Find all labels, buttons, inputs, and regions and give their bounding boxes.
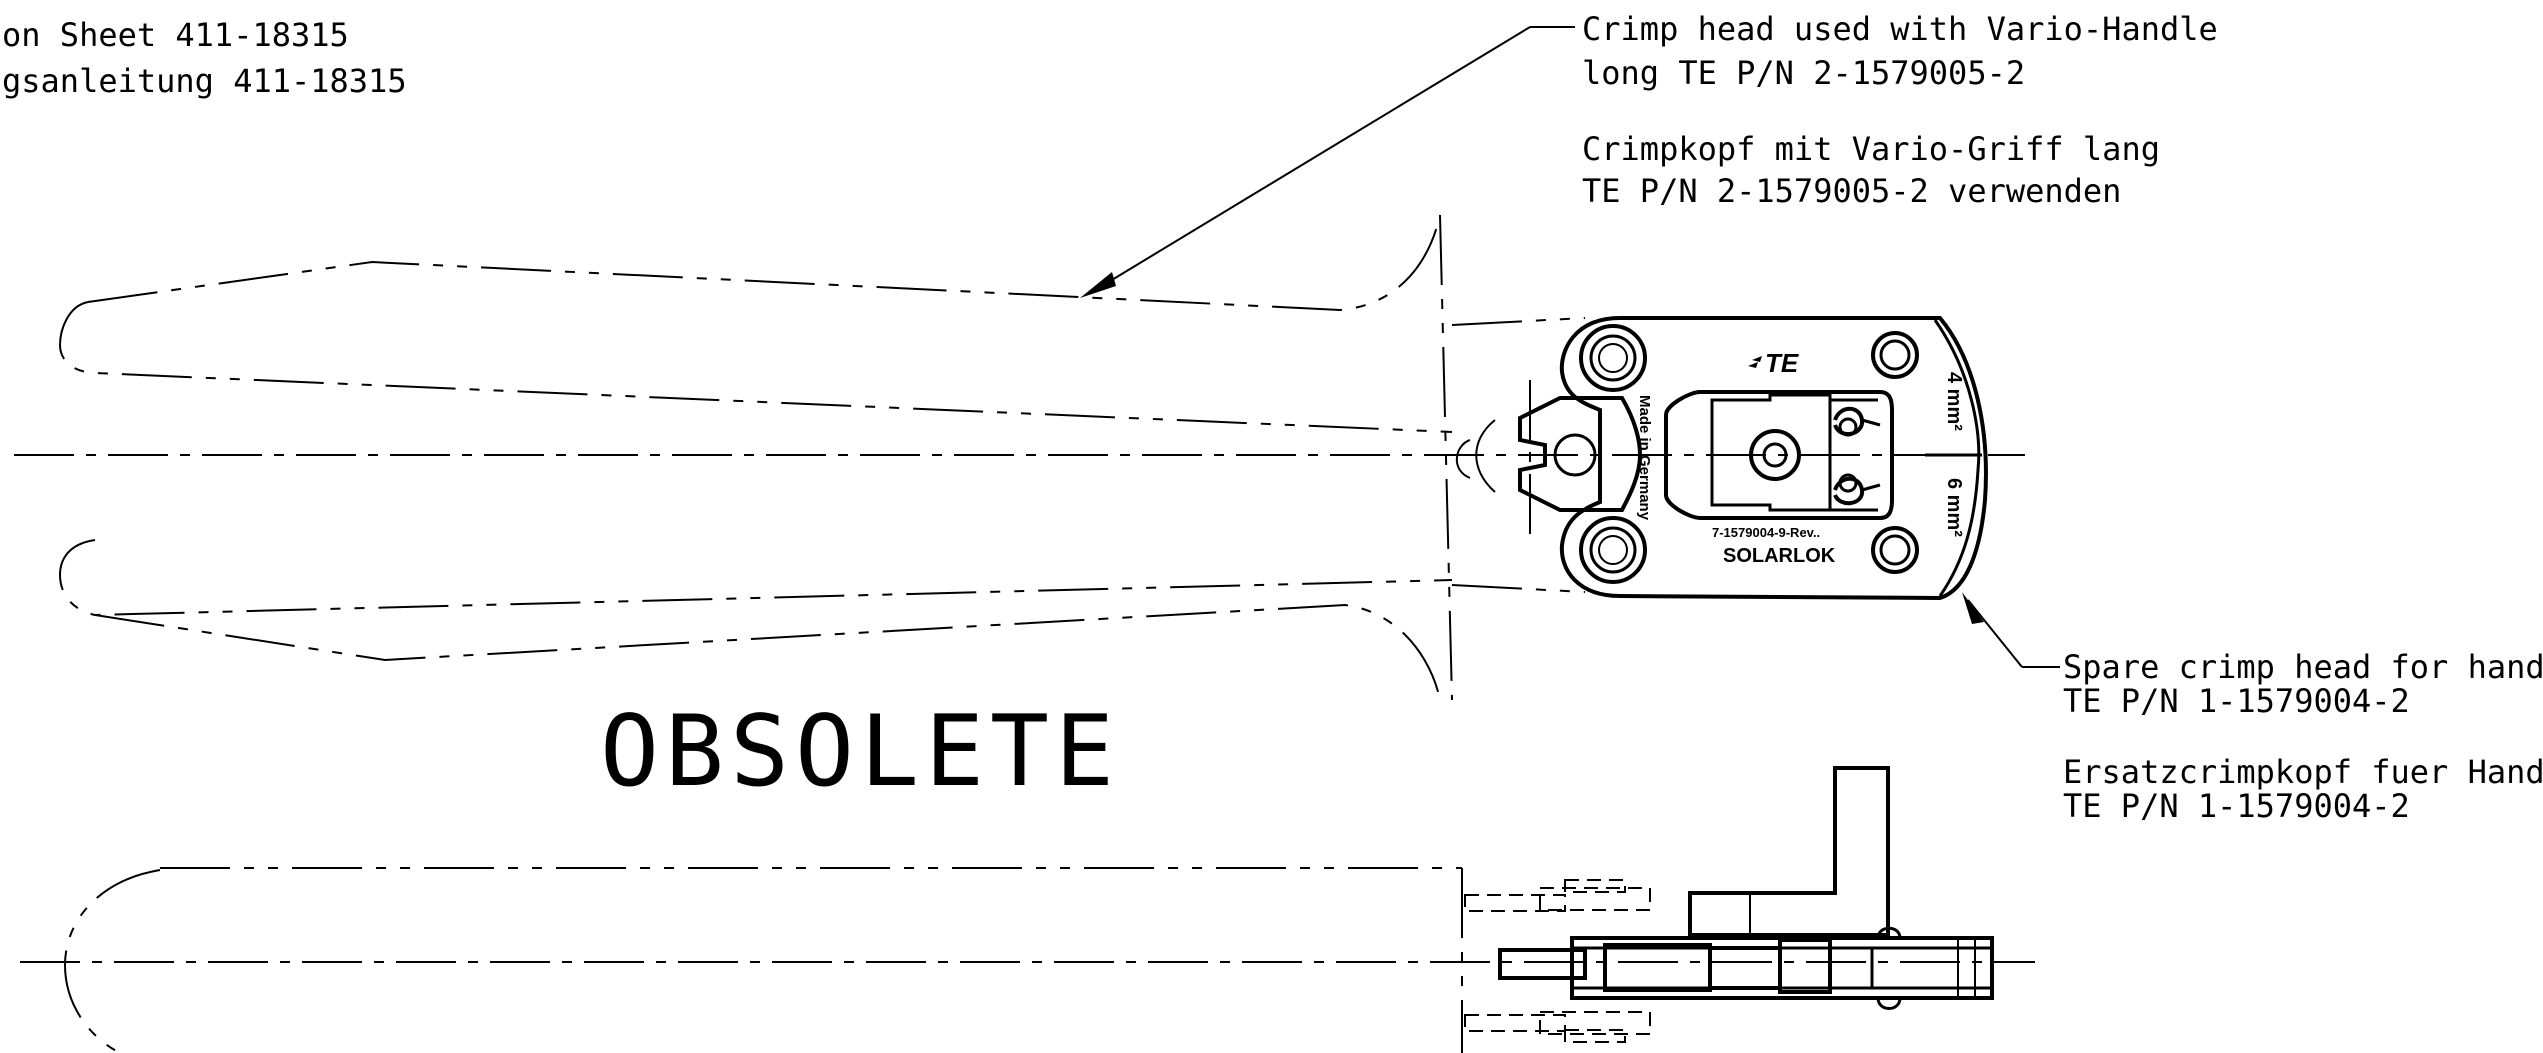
upper-handle-arm-outer — [87, 214, 1441, 312]
handle-upper-link — [1451, 317, 1586, 326]
vario-note-line-1: Crimp head used with Vario-Handle — [1582, 10, 2218, 48]
crimp-head-scale-band — [1933, 319, 1981, 597]
header-note-line-1: on Sheet 411-18315 — [2, 16, 349, 54]
vario-handle-note: Crimp head used with Vario-Handle long T… — [1582, 10, 2218, 210]
bolt-lower-right — [1871, 526, 1919, 574]
side-head-pin — [1498, 948, 1587, 980]
crimp-head-side-view — [1464, 766, 1994, 1043]
vario-note-line-2: long TE P/N 2-1579005-2 — [1582, 54, 2025, 92]
die-center-bore — [1762, 442, 1788, 468]
jaw-pivot-outline — [1475, 419, 1496, 493]
side-handle-end — [63, 869, 161, 1053]
bolt-upper-right — [1871, 331, 1919, 379]
leader-arrowhead-2 — [1962, 592, 1984, 624]
handle-top-view — [58, 214, 1586, 701]
handle-pivot-arc — [1455, 439, 1471, 479]
handle-lower-link — [1451, 584, 1586, 593]
leader-vario-handle — [1080, 26, 1575, 298]
te-logo-text: TE — [1765, 348, 1799, 378]
made-in-germany-label: Made in Germany — [1636, 395, 1653, 521]
crimp-jaw — [1518, 396, 1643, 512]
spare-note-line-3: Ersatzcrimpkopf fuer Handzange — [2063, 753, 2543, 791]
bolt-lower-left — [1579, 516, 1647, 584]
te-logo: TE — [1748, 348, 1799, 378]
part-code-label: 7-1579004-9-Rev.. — [1712, 525, 1820, 540]
bolt-upper-left — [1579, 324, 1647, 392]
side-hidden-links — [1464, 879, 1651, 1043]
side-head-upper-body — [1688, 766, 1890, 937]
handle-side-view — [63, 867, 1463, 1053]
upper-handle-arm-inner — [58, 301, 1453, 433]
spare-head-note: Spare crimp head for hand tool TE P/N 1-… — [2063, 648, 2543, 825]
die-center-ring — [1749, 429, 1801, 481]
vario-note-line-4: TE P/N 2-1579005-2 verwenden — [1582, 172, 2121, 210]
side-head-boss-top — [1876, 926, 1902, 939]
centerlines — [14, 380, 2035, 963]
lower-handle-arm-inner — [58, 539, 1453, 617]
die-window — [1664, 390, 1894, 520]
side-head-block-right — [1828, 946, 1874, 990]
crimp-head-top-view: TE Made in Germany 7-1579004-9-Rev.. SOL… — [1475, 316, 1988, 601]
vario-note-line-3: Crimpkopf mit Vario-Griff lang — [1582, 130, 2160, 168]
size-6mm-label: 6 mm² — [1943, 478, 1965, 537]
leader-arrowhead — [1080, 272, 1116, 298]
side-head-block-left — [1603, 943, 1712, 992]
side-head-boss-bottom — [1876, 997, 1902, 1010]
crimp-nests — [1833, 406, 1881, 506]
die-block — [1710, 393, 1832, 512]
spare-note-line-4: TE P/N 1-1579004-2 — [2063, 787, 2410, 825]
lower-handle-arm-outer — [94, 603, 1441, 701]
header-note: on Sheet 411-18315 gsanleitung 411-18315 — [2, 16, 407, 100]
solarlok-label: SOLARLOK — [1723, 545, 1836, 567]
handle-flare-edge — [1439, 214, 1453, 701]
spare-note-line-2: TE P/N 1-1579004-2 — [2063, 682, 2410, 720]
leader-spare-head — [1962, 592, 2060, 668]
size-4mm-label: 4 mm² — [1943, 372, 1965, 431]
crimp-head-outline — [1559, 316, 1988, 601]
header-note-line-2: gsanleitung 411-18315 — [2, 62, 407, 100]
obsolete-stamp: OBSOLETE — [600, 695, 1120, 809]
spare-note-line-1: Spare crimp head for hand tool — [2063, 648, 2543, 686]
jaw-cavity — [1553, 433, 1597, 477]
